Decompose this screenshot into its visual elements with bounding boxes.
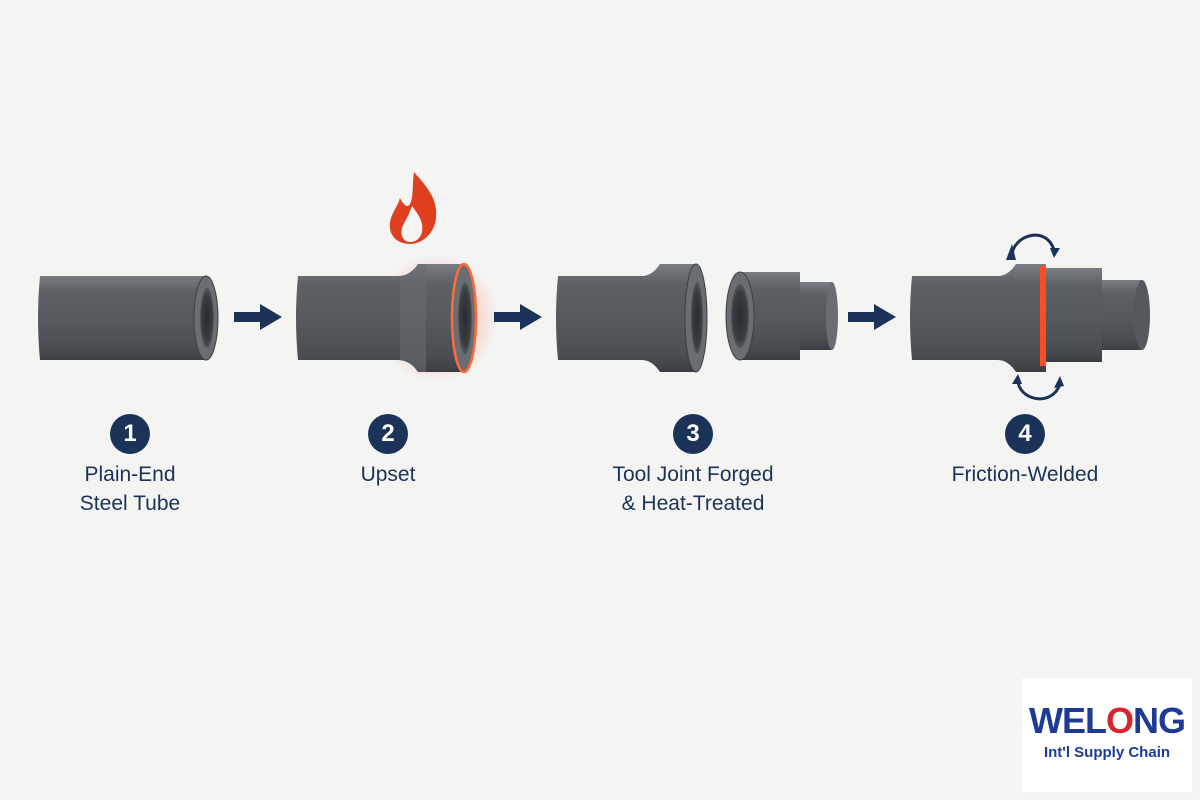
upset-tube xyxy=(296,254,498,382)
step-label-line: Steel Tube xyxy=(79,492,181,515)
brand-logo: WELONG Int'l Supply Chain xyxy=(1022,678,1192,792)
step-label: Tool Joint Forged & Heat-Treated xyxy=(573,460,813,518)
arrow-right-icon xyxy=(494,304,542,330)
step-label-line: Plain-End xyxy=(84,463,176,486)
plain-end-tube xyxy=(38,275,219,361)
upset-tube-forged xyxy=(556,263,708,373)
step-number-badge: 3 xyxy=(673,414,713,454)
step-number-badge: 2 xyxy=(368,414,408,454)
logo-wordmark: WELONG xyxy=(1022,700,1192,742)
arrow-right-icon xyxy=(234,304,282,330)
step-label-line: Tool Joint Forged xyxy=(612,463,774,486)
step-number-badge: 1 xyxy=(110,414,150,454)
weld-seam xyxy=(1040,266,1046,366)
step-label-line: Upset xyxy=(360,463,416,486)
rotation-arrow-icon xyxy=(1012,374,1064,401)
logo-tagline: Int'l Supply Chain xyxy=(1043,744,1171,761)
logo-word-part: WEL xyxy=(1029,700,1107,741)
logo-word-part: NG xyxy=(1133,700,1186,741)
step-label-line: & Heat-Treated xyxy=(621,492,765,515)
step-number-badge: 4 xyxy=(1005,414,1045,454)
step-label-line: Friction-Welded xyxy=(951,463,1099,486)
flame-icon xyxy=(389,172,437,244)
friction-welded-assembly xyxy=(910,264,1150,372)
arrow-right-icon xyxy=(848,304,896,330)
tool-joint xyxy=(725,271,838,361)
step-label: Plain-End Steel Tube xyxy=(10,460,250,518)
step-label: Upset xyxy=(268,460,508,489)
rotation-arrow-icon xyxy=(1006,233,1060,260)
logo-word-o: O xyxy=(1105,700,1134,741)
step-label: Friction-Welded xyxy=(905,460,1145,489)
